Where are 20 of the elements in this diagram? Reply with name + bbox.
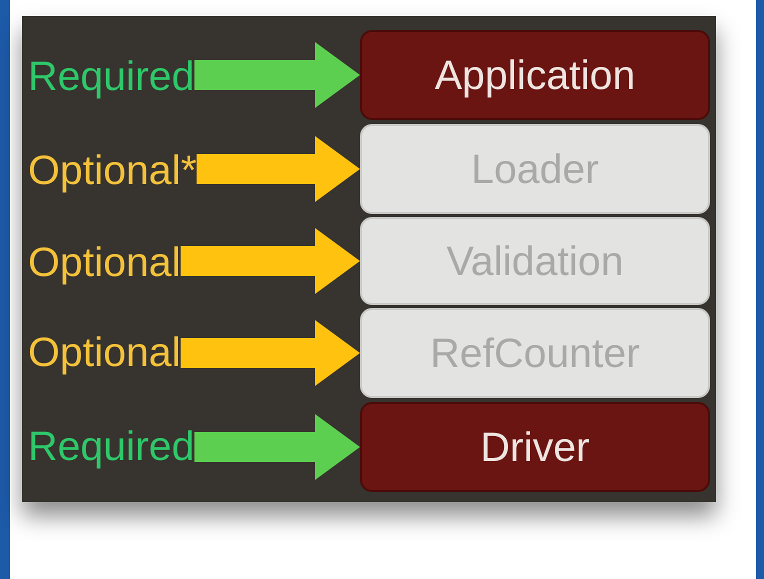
optional-layer-box	[360, 124, 710, 214]
optional-layer-box	[360, 217, 710, 305]
block-arrow	[194, 42, 360, 108]
arrow-label: Optional	[28, 238, 181, 286]
layer-name: Loader	[471, 146, 599, 192]
arrow-label: Required	[28, 52, 194, 100]
optional-layer-box	[360, 308, 710, 398]
block-arrow	[194, 414, 360, 480]
layer-name: Validation	[446, 238, 624, 284]
layer-name: RefCounter	[430, 330, 640, 376]
block-arrow	[180, 228, 360, 294]
required-layer-box	[360, 30, 710, 120]
arrow-label: Required	[28, 422, 194, 470]
block-arrow	[180, 320, 360, 386]
arrow-label: Optional	[28, 328, 181, 376]
required-layer-box	[360, 402, 710, 492]
arrow-label: Optional*	[28, 146, 197, 194]
block-arrow	[196, 136, 360, 202]
layer-name: Application	[434, 52, 636, 98]
layer-name: Driver	[480, 424, 590, 470]
